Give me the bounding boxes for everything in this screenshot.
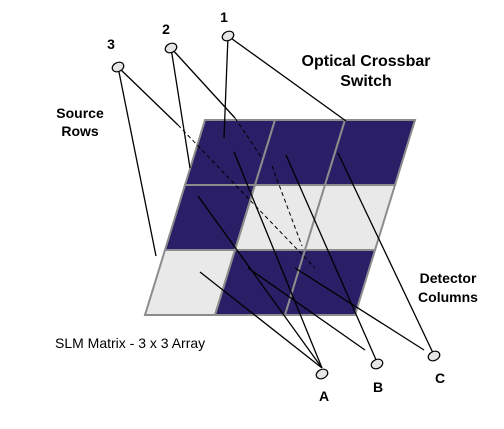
beam-to-a-3 [199,271,323,369]
source-rows-label-line-1: Source [56,105,104,121]
source-1-emitter [221,30,235,42]
detector-b-label: B [373,379,383,395]
title-line-1: Optical Crossbar [302,53,431,70]
source-3-label: 3 [107,36,115,52]
beam-source3-a [117,66,157,257]
detector-columns-label-line-1: Detector [420,270,477,286]
detector-columns-label-line-2: Columns [418,289,478,305]
beam-to-b-2 [247,267,366,351]
source-1-label: 1 [220,9,228,25]
source-emitters [111,30,235,73]
source-3-emitter [111,61,125,73]
beam-source1-a [223,35,229,139]
source-beams [117,35,347,269]
source-2-label: 2 [162,21,170,37]
beam-to-a-2 [197,195,323,369]
beam-source1-b [227,35,347,122]
detector-c-receiver [427,350,441,362]
matrix-caption: SLM Matrix - 3 x 3 Array [55,335,205,351]
beam-source2-dashed [271,165,303,247]
detector-a-label: A [319,388,329,404]
slm-matrix [143,119,417,316]
beam-source3-dashed [177,124,316,269]
title-line-2: Switch [340,73,392,90]
detector-c-label: C [435,370,445,386]
beam-to-a-1 [233,151,323,369]
beam-source2-a [170,47,191,169]
source-2-emitter [164,42,178,54]
beam-source3-b [117,66,179,126]
beam-source2-b [170,47,236,119]
beam-source1-dashed [234,117,263,159]
detector-a-receiver [315,368,329,380]
beam-to-c-1 [337,152,435,356]
detector-b-receiver [370,358,384,370]
detector-receivers [315,350,441,380]
source-rows-label-line-2: Rows [61,123,99,139]
detector-beams [197,151,435,369]
beam-to-b-1 [285,154,378,363]
beam-to-c-2 [294,267,425,351]
